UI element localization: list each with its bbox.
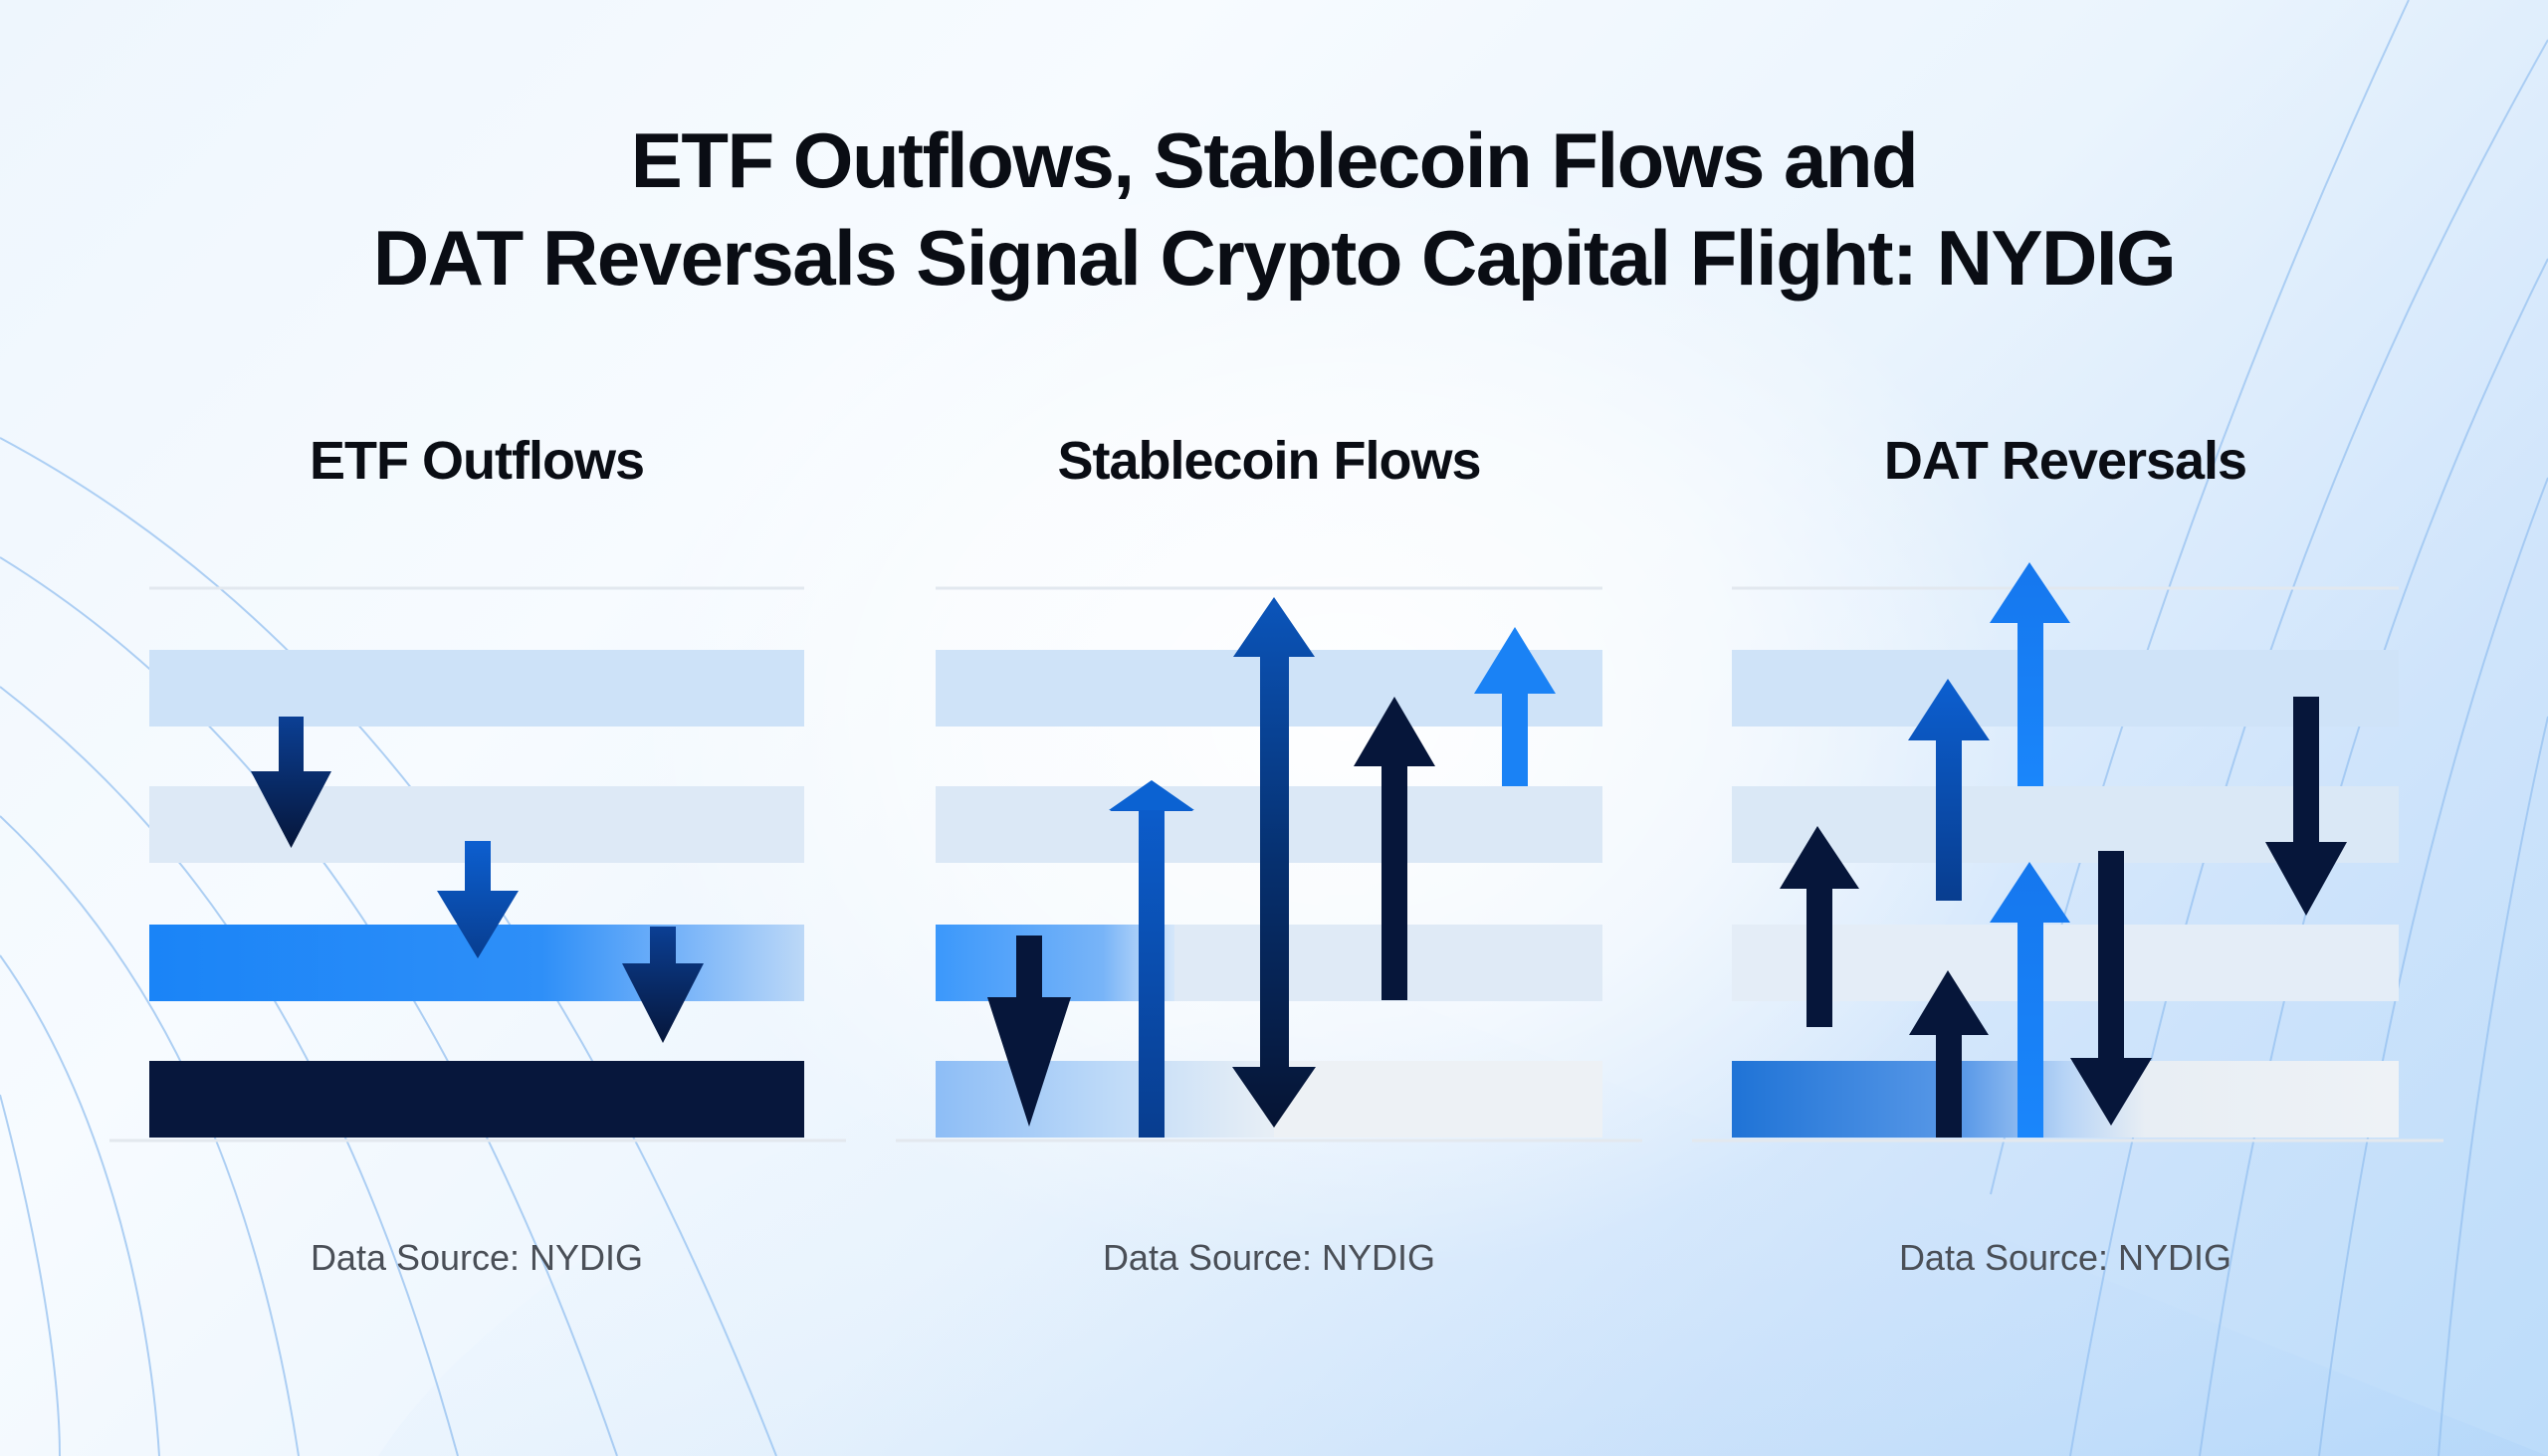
band-row-1 [1732,650,2399,727]
data-source-label: Data Source: NYDIG [1102,1237,1436,1278]
data-source-label: Data Source: NYDIG [310,1237,644,1278]
arrow-down-icon [2070,851,2152,1126]
arrow-up-icon [1990,562,2070,786]
panel-title: ETF Outflows [310,431,645,491]
arrow-up-icon [1780,826,1859,1027]
arrow-down-icon [2265,697,2347,916]
arrow-up-down-icon [1232,597,1316,1128]
arrow-up-icon [1354,697,1435,1000]
stablecoin-flows-chart [896,586,1642,1143]
arrow-up-icon [1909,970,1989,1138]
band-row-4 [936,1061,1274,1138]
dat-reversals-chart [1692,562,2443,1143]
arrow-down-icon [437,841,519,958]
arrow-up-head [1109,780,1194,810]
etf-outflows-chart [109,586,846,1143]
band-row-4 [149,1061,804,1138]
arrow-down-icon [622,927,704,1043]
page-title: ETF Outflows, Stablecoin Flows and DAT R… [0,111,2548,307]
band-row-4 [1732,1061,2399,1138]
title-line-2: DAT Reversals Signal Crypto Capital Flig… [372,214,2177,302]
band-row-3 [936,925,1174,1001]
title-line-1: ETF Outflows, Stablecoin Flows and [630,116,1919,204]
band-row-1 [149,650,804,727]
band-row-3 [1732,925,2399,1001]
data-source-label: Data Source: NYDIG [1898,1237,2232,1278]
panel-title: Stablecoin Flows [1057,431,1481,491]
arrow-down-icon [987,936,1071,1127]
arrow-up-icon [1908,679,1990,901]
arrow-down-icon [251,717,331,848]
panel-etf-outflows: ETF Outflows Data Source: NYDIG [149,0,804,1456]
arrow-up-icon [1474,627,1556,786]
arrow-up-icon [1110,781,1193,1138]
panel-title: DAT Reversals [1883,431,2247,491]
panel-stablecoin-flows: Stablecoin Flows Data Source: NYDIG [936,0,1602,1456]
panel-dat-reversals: DAT Reversals Data Source: NYDIG [1732,0,2399,1456]
arrow-up-icon [1990,862,2070,1138]
